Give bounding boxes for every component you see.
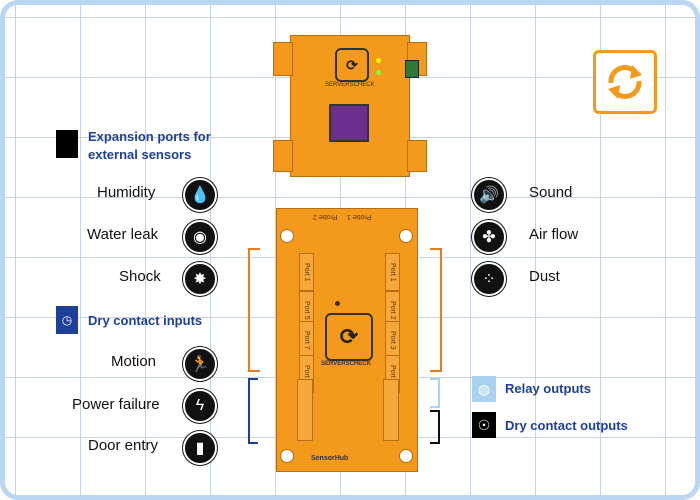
port-label: Port 3 bbox=[385, 321, 400, 359]
mount-hole bbox=[280, 229, 294, 243]
sensorhub-device: Probe 2 Probe 1 Port 1 Port 5 Port 7 Por… bbox=[276, 208, 418, 472]
relay-terminal-block bbox=[297, 379, 313, 441]
device-top-unit: ⟳ SERVERSCHECK bbox=[290, 35, 410, 177]
power-failure-label: Power failure bbox=[72, 396, 160, 413]
starburst-icon: ✸ bbox=[183, 262, 217, 296]
device-top-led bbox=[376, 58, 381, 63]
mount-hole bbox=[280, 449, 294, 463]
device-brand: SERVERSCHECK bbox=[321, 361, 371, 367]
running-person-icon: 🏃 bbox=[183, 347, 217, 381]
probe-label: Probe 2 bbox=[313, 213, 338, 220]
expansion-port-marker bbox=[56, 130, 78, 158]
probe-label: Probe 1 bbox=[347, 213, 372, 220]
device-top-brand: SERVERSCHECK bbox=[325, 82, 375, 88]
water-drops-icon: 💧 bbox=[183, 178, 217, 212]
shock-label: Shock bbox=[119, 268, 161, 285]
device-top-ear bbox=[273, 42, 293, 76]
dry-contact-output-bracket bbox=[430, 410, 440, 444]
device-top-connector bbox=[405, 60, 419, 78]
serverscheck-logo: ⟳ bbox=[335, 48, 369, 82]
dry-contact-outputs-label: Dry contact outputs bbox=[505, 418, 628, 433]
dry-contact-input-icon: ◷ bbox=[56, 306, 78, 334]
humidity-label: Humidity bbox=[97, 184, 156, 201]
port-label: Port 1 bbox=[385, 253, 400, 291]
door-entry-label: Door entry bbox=[88, 437, 159, 454]
port-label: Port 1 bbox=[299, 253, 314, 291]
status-led bbox=[335, 301, 340, 306]
port-bracket-left bbox=[248, 248, 260, 372]
port-label: Port 7 bbox=[299, 321, 314, 359]
speaker-icon: 🔊 bbox=[472, 178, 506, 212]
device-top-display bbox=[329, 104, 369, 142]
port-bracket-right bbox=[430, 248, 442, 372]
device-top-ear bbox=[273, 140, 293, 172]
water-leak-label: Water leak bbox=[87, 226, 159, 243]
refresh-arrows-icon bbox=[593, 50, 657, 114]
dry-contact-output-icon: ☉ bbox=[472, 412, 496, 438]
expansion-ports-label: Expansion ports for external sensors bbox=[88, 129, 211, 162]
water-drop-icon: ◉ bbox=[183, 220, 217, 254]
relay-terminal-block bbox=[383, 379, 399, 441]
relay-outputs-label: Relay outputs bbox=[505, 381, 591, 396]
output-bracket-left bbox=[248, 378, 258, 444]
relay-output-bracket bbox=[430, 378, 440, 408]
fan-icon: ✤ bbox=[472, 220, 506, 254]
motion-label: Motion bbox=[111, 353, 157, 370]
dust-icon: ⁘ bbox=[472, 262, 506, 296]
sound-label: Sound bbox=[529, 184, 573, 201]
device-top-led bbox=[376, 70, 381, 75]
device-model: SensorHub bbox=[311, 455, 349, 462]
door-icon: ▮ bbox=[183, 431, 217, 465]
serverscheck-logo: ⟳ bbox=[325, 313, 373, 361]
air-flow-label: Air flow bbox=[529, 226, 579, 243]
mount-hole bbox=[399, 229, 413, 243]
relay-icon: ◍ bbox=[472, 376, 496, 402]
lightning-icon: ϟ bbox=[183, 389, 217, 423]
dust-label: Dust bbox=[529, 268, 560, 285]
mount-hole bbox=[399, 449, 413, 463]
device-top-ear bbox=[407, 140, 427, 172]
dry-contact-inputs-label: Dry contact inputs bbox=[88, 313, 203, 328]
